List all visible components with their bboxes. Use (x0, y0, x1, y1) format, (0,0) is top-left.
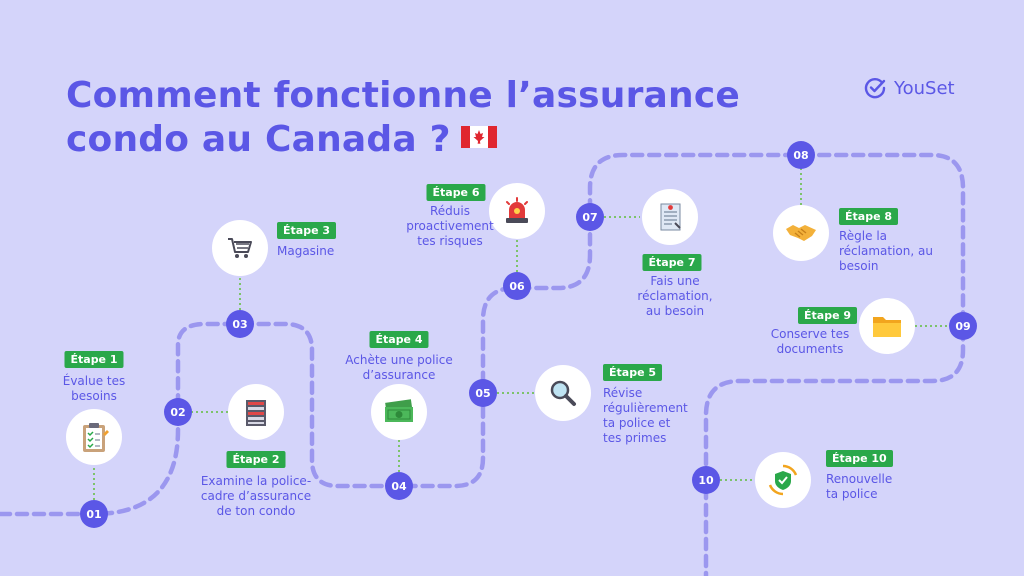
step-9-node[interactable]: 09 (950, 313, 976, 339)
renew-shield-icon (768, 464, 798, 496)
canada-flag-icon (460, 126, 497, 148)
step-2-node[interactable]: 02 (165, 399, 191, 425)
alarm-siren-icon (506, 197, 528, 223)
step-5-node[interactable]: 05 (470, 380, 496, 406)
check-circle-icon (864, 77, 886, 99)
step-10-icon-circle (755, 452, 811, 508)
step-4-text: Achète une police d’assurance (345, 353, 453, 382)
step-2-icon-circle (228, 384, 284, 440)
step-5-text: Révise régulièrement ta police et tes pr… (603, 386, 688, 445)
step-10-node[interactable]: 10 (693, 467, 719, 493)
title-line-1: Comment fonctionne l’assurance (66, 75, 741, 116)
brand-logo[interactable]: YouSet (864, 77, 955, 99)
brand-name: YouSet (894, 77, 955, 99)
step-5-icon-circle (535, 365, 591, 421)
step-6-node[interactable]: 06 (504, 273, 530, 299)
step-1-badge: Étape 1 (64, 351, 124, 368)
document-shelf-icon (246, 400, 266, 426)
step-6-text: Réduis proactivement tes risques (406, 204, 494, 248)
step-10-text: Renouvelle ta police (826, 472, 893, 501)
step-7-icon-circle (642, 189, 698, 245)
step-3-badge: Étape 3 (277, 222, 337, 239)
step-6-badge: Étape 6 (426, 184, 486, 201)
step-1-icon-circle (66, 409, 122, 465)
step-3-icon-circle (212, 220, 268, 276)
step-7-text: Fais une réclamation, au besoin (637, 274, 713, 318)
handshake-icon (786, 225, 816, 241)
step-4-badge: Étape 4 (369, 331, 429, 348)
step-3-node[interactable]: 03 (227, 311, 253, 337)
step-1-text: Évalue tes besoins (62, 374, 126, 403)
step-4-node[interactable]: 04 (386, 473, 412, 499)
step-1-node[interactable]: 01 (81, 501, 107, 527)
step-3-text: Magasine (277, 244, 335, 258)
magnifying-glass-icon (550, 380, 576, 406)
title-line-2-text: condo au Canada ? (66, 119, 451, 160)
step-2-badge: Étape 2 (226, 451, 286, 468)
step-6-icon-circle (489, 183, 545, 239)
step-8-text: Règle la réclamation, au besoin (839, 229, 933, 273)
step-10-badge: Étape 10 (826, 450, 893, 467)
page-title: Comment fonctionne l’assurance condo au … (66, 74, 740, 162)
step-8-node[interactable]: 08 (788, 142, 814, 168)
step-9-badge: Étape 9 (798, 307, 858, 324)
step-9-icon-circle (859, 298, 915, 354)
step-2-text: Examine la police- cadre d’assurance de … (200, 474, 312, 518)
shopping-cart-icon (228, 238, 252, 258)
title-line-2: condo au Canada ? (66, 118, 740, 162)
step-7-node[interactable]: 07 (577, 204, 603, 230)
step-4-icon-circle (371, 384, 427, 440)
step-5-badge: Étape 5 (603, 364, 663, 381)
folder-icon (873, 317, 901, 337)
step-8-badge: Étape 8 (839, 208, 899, 225)
step-9-text: Conserve tes documents (770, 327, 850, 356)
claim-form-icon (660, 203, 681, 231)
step-8-icon-circle (773, 205, 829, 261)
step-7-badge: Étape 7 (642, 254, 702, 271)
checklist-clipboard-icon (83, 423, 109, 452)
money-bills-icon (385, 399, 413, 422)
